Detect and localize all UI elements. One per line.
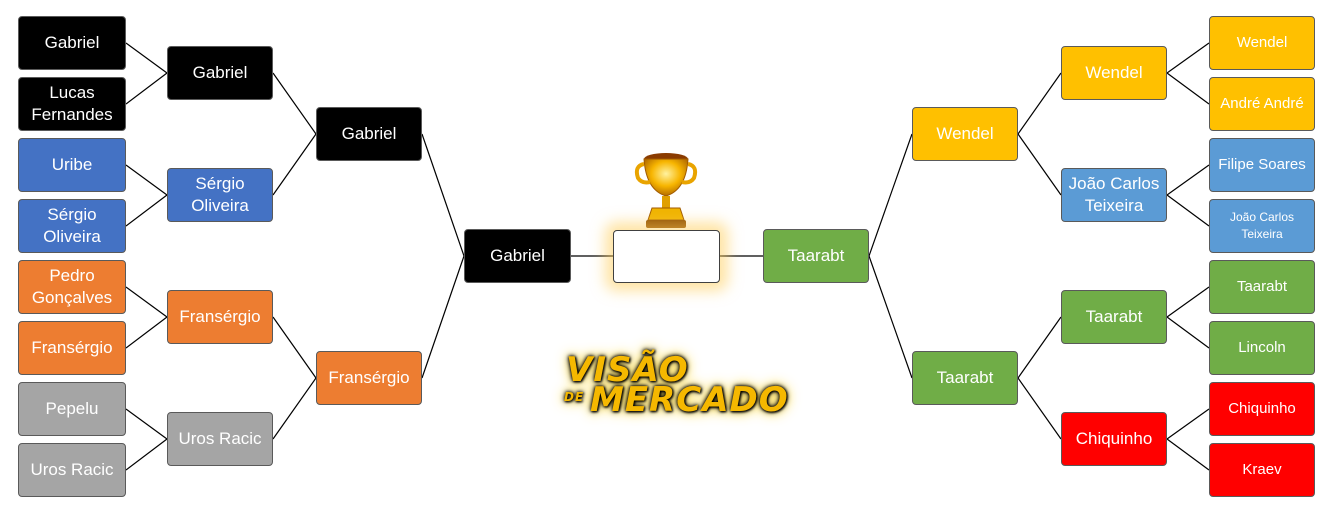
right-r3-player-1: Wendel <box>912 107 1018 161</box>
right-r2-player-4: Chiquinho <box>1061 412 1167 466</box>
left-r1-player-6: Fransérgio <box>18 321 126 375</box>
left-r1-player-3: Uribe <box>18 138 126 192</box>
left-r1-player-1: Gabriel <box>18 16 126 70</box>
right-r2-player-1: Wendel <box>1061 46 1167 100</box>
logo-line-1: VISÃO <box>566 350 689 390</box>
right-r2-player-3: Taarabt <box>1061 290 1167 344</box>
champion-box <box>613 230 720 283</box>
right-r1-player-3: Filipe Soares <box>1209 138 1315 192</box>
logo-line-2: DE <box>564 390 585 404</box>
left-r2-player-1: Gabriel <box>167 46 273 100</box>
right-r1-player-5: Taarabt <box>1209 260 1315 314</box>
left-r1-player-7: Pepelu <box>18 382 126 436</box>
right-r3-player-2: Taarabt <box>912 351 1018 405</box>
right-r1-player-4: João Carlos Teixeira <box>1209 199 1315 253</box>
logo-line-3: MERCADO <box>590 380 789 420</box>
left-r2-player-4: Uros Racic <box>167 412 273 466</box>
left-r1-player-8: Uros Racic <box>18 443 126 497</box>
left-r2-player-2: Sérgio Oliveira <box>167 168 273 222</box>
left-r1-player-4: Sérgio Oliveira <box>18 199 126 253</box>
trophy-icon <box>634 153 698 228</box>
visao-de-mercado-logo: VISÃO DE MERCADO <box>560 350 788 422</box>
right-r1-player-6: Lincoln <box>1209 321 1315 375</box>
right-semifinal-player: Taarabt <box>763 229 869 283</box>
right-r1-player-2: André André <box>1209 77 1315 131</box>
right-r1-player-7: Chiquinho <box>1209 382 1315 436</box>
right-r1-player-1: Wendel <box>1209 16 1315 70</box>
left-r3-player-1: Gabriel <box>316 107 422 161</box>
right-r2-player-2: João Carlos Teixeira <box>1061 168 1167 222</box>
left-r3-player-2: Fransérgio <box>316 351 422 405</box>
left-semifinal-player: Gabriel <box>464 229 571 283</box>
right-r1-player-8: Kraev <box>1209 443 1315 497</box>
left-r1-player-5: Pedro Gonçalves <box>18 260 126 314</box>
left-r2-player-3: Fransérgio <box>167 290 273 344</box>
left-r1-player-2: Lucas Fernandes <box>18 77 126 131</box>
